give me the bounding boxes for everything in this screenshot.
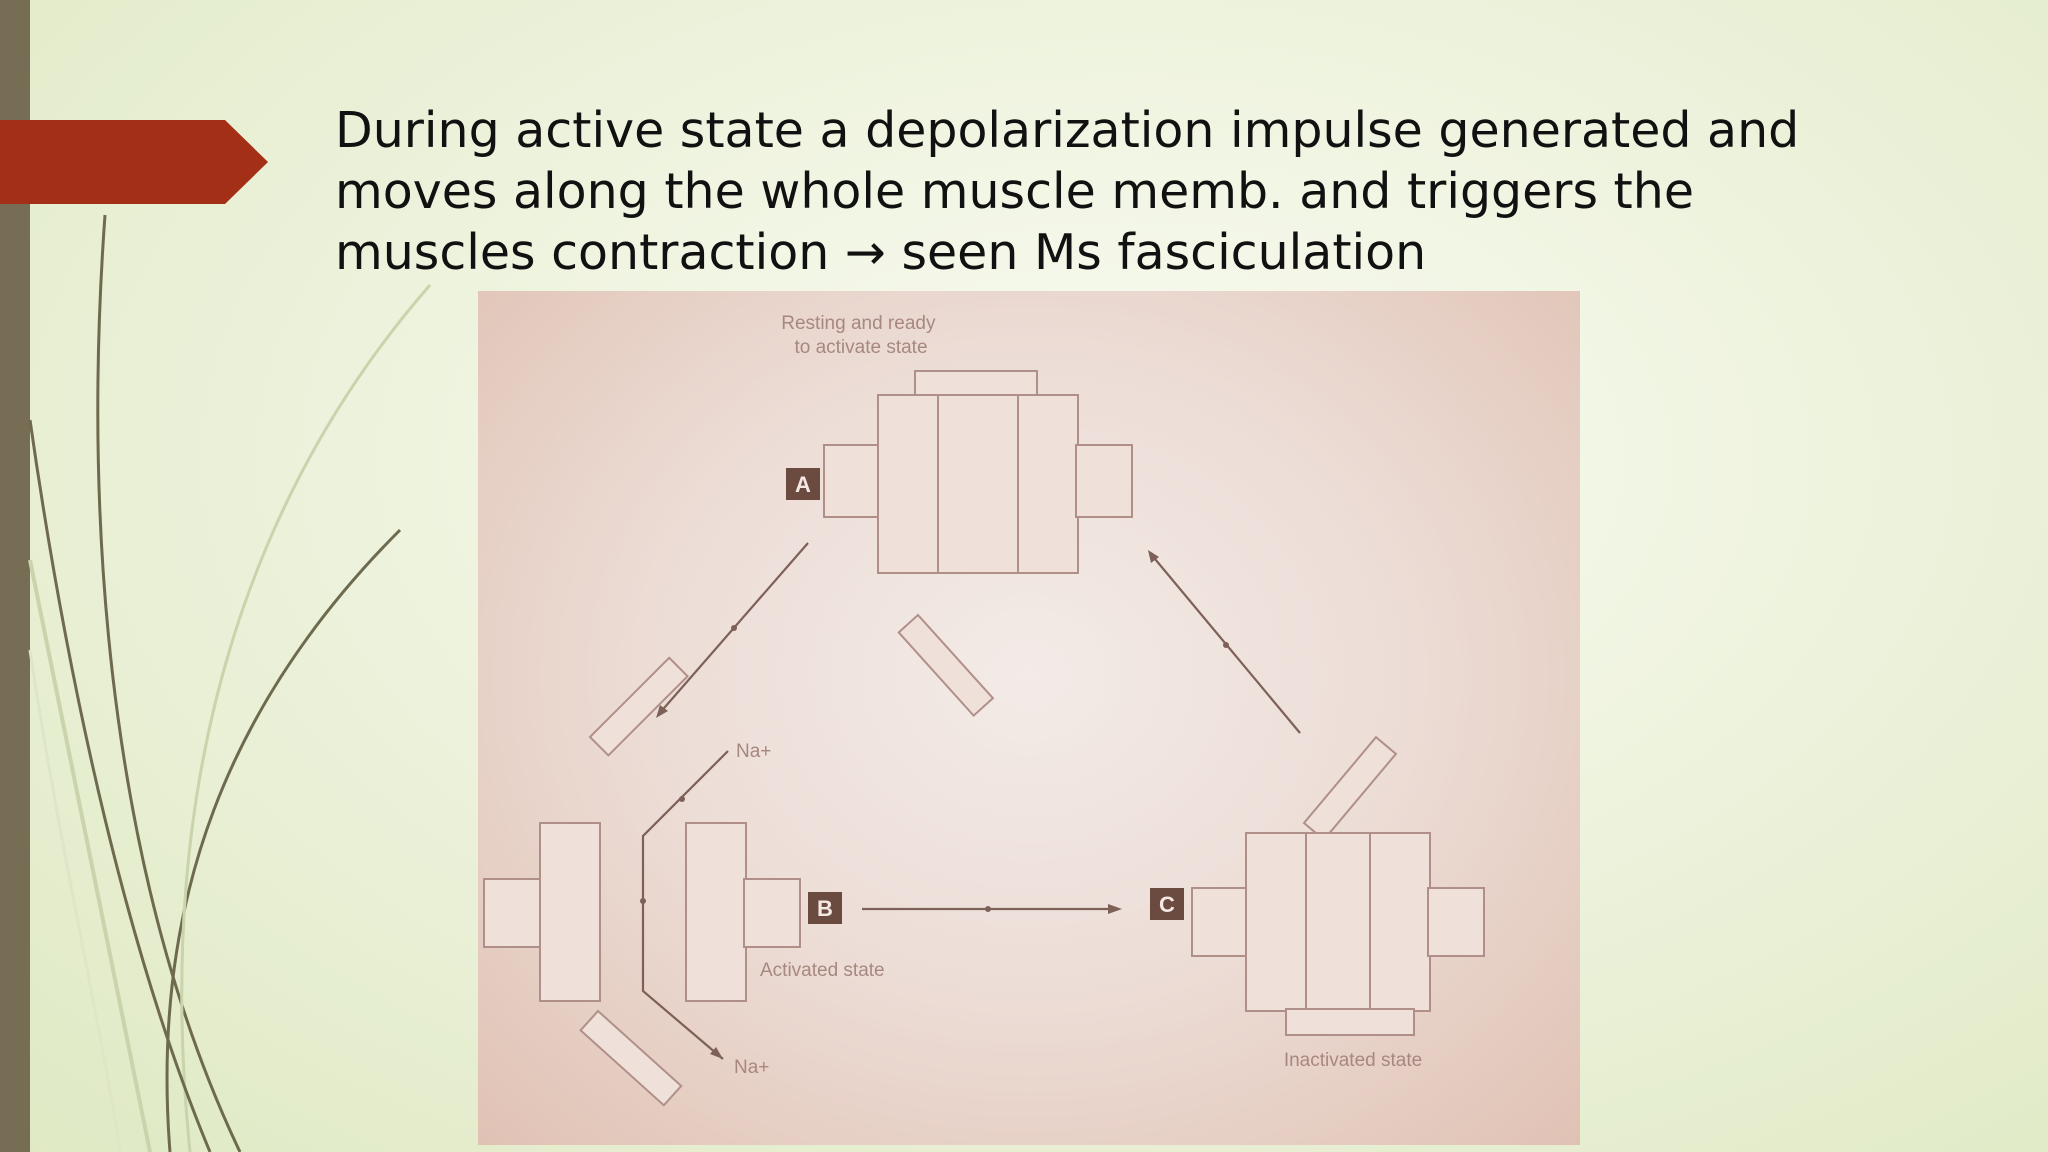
- transition-arrows: [656, 542, 1301, 914]
- activated-right-cap: [743, 878, 801, 948]
- activated-right-block: [685, 822, 747, 1002]
- inactivated-top-gate: [1302, 735, 1398, 842]
- badge-c: [1150, 888, 1184, 920]
- activated-top-gate: [588, 656, 689, 757]
- activated-state-label: Activated state: [760, 960, 885, 981]
- resting-left-cap: [823, 444, 881, 518]
- muscle-membrane-state-diagram: Resting and ready to activate state A Na: [478, 291, 1580, 1145]
- inactivated-left-block: [1245, 832, 1307, 1012]
- resting-right-block: [1017, 394, 1079, 574]
- sodium-ion-bottom-label: Na+: [734, 1057, 769, 1078]
- activated-left-cap: [483, 878, 543, 948]
- inactivated-bottom-gate: [1285, 1008, 1415, 1036]
- resting-left-block: [877, 394, 939, 574]
- inactivated-state-group: C Inactivated state: [1150, 735, 1485, 1071]
- badge-a-label: A: [795, 472, 811, 497]
- slide-body-text: During active state a depolarization imp…: [335, 102, 1800, 281]
- inactivated-state-label: Inactivated state: [1284, 1050, 1422, 1071]
- activated-state-group: Na+ Na+ B Activated state: [483, 656, 885, 1107]
- sodium-ion-top-label: Na+: [736, 741, 771, 762]
- resting-state-label-text: Resting and ready: [781, 313, 936, 334]
- resting-state-label: Resting and ready to activate state: [781, 313, 941, 358]
- badge-b: [808, 892, 842, 924]
- activated-bottom-gate: [579, 1009, 683, 1107]
- badge-c-label: C: [1159, 892, 1175, 917]
- resting-state-label-line2: to activate state: [794, 337, 927, 358]
- resting-right-cap: [1075, 444, 1133, 518]
- inactivated-right-cap: [1427, 887, 1485, 957]
- inactivated-channel: [1305, 832, 1371, 1012]
- badge-b-label: B: [817, 896, 833, 921]
- badge-a: [786, 468, 820, 500]
- ion-flow-path: [641, 750, 729, 1060]
- resting-top-gate: [914, 370, 1038, 398]
- state-diagram-svg: Resting and ready to activate state A Na: [483, 313, 1485, 1107]
- activated-left-block: [539, 822, 601, 1002]
- title-marker-arrow: [0, 120, 268, 204]
- resting-channel: [937, 394, 1019, 574]
- resting-bottom-gate: [897, 613, 995, 718]
- resting-state-group: Resting and ready to activate state A: [781, 313, 1133, 718]
- inactivated-left-cap: [1191, 887, 1249, 957]
- inactivated-right-block: [1369, 832, 1431, 1012]
